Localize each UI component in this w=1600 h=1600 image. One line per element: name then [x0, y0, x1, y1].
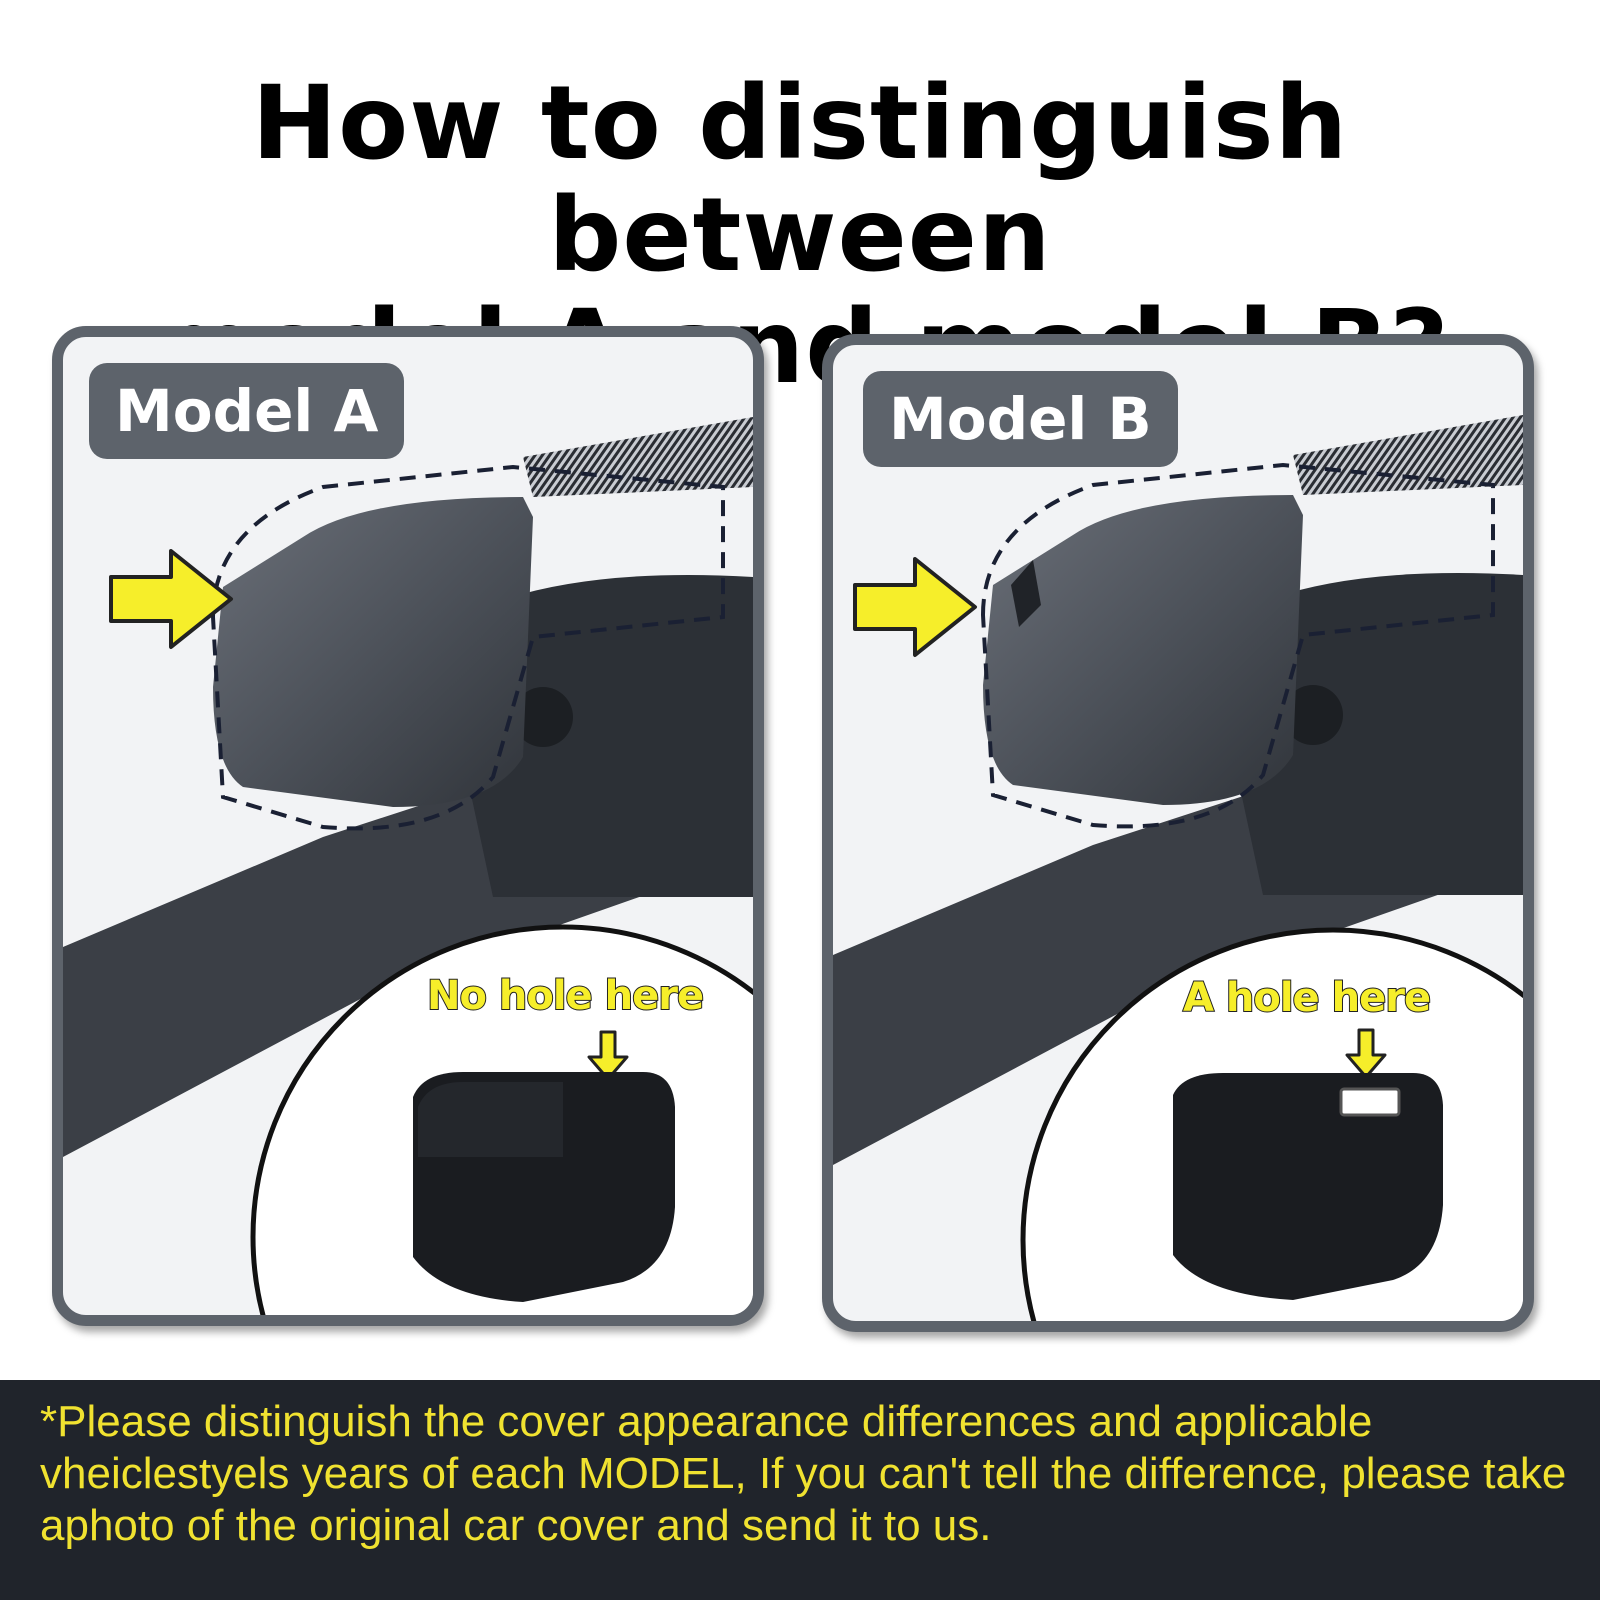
down-arrow-icon	[587, 1030, 629, 1081]
model-a-badge: Model A	[89, 363, 405, 459]
arrow-icon	[853, 557, 977, 657]
model-a-panel: Model A No hole here	[52, 326, 764, 1326]
hole-label: A hole here	[1182, 974, 1432, 1022]
model-a-mirror-photo	[63, 417, 753, 1315]
down-arrow-icon	[1345, 1028, 1387, 1079]
arrow-icon	[109, 549, 233, 649]
hole-mark	[1339, 1087, 1401, 1117]
model-b-mirror-photo	[833, 415, 1523, 1321]
note-bar: *Please distinguish the cover appearance…	[0, 1380, 1600, 1600]
model-b-panel: Model B A hole here	[822, 334, 1534, 1332]
title-line-1: How to distinguish between	[251, 64, 1349, 295]
model-b-badge: Model B	[863, 371, 1178, 467]
no-hole-label: No hole here	[426, 972, 705, 1020]
note-text: *Please distinguish the cover appearance…	[40, 1397, 1567, 1550]
